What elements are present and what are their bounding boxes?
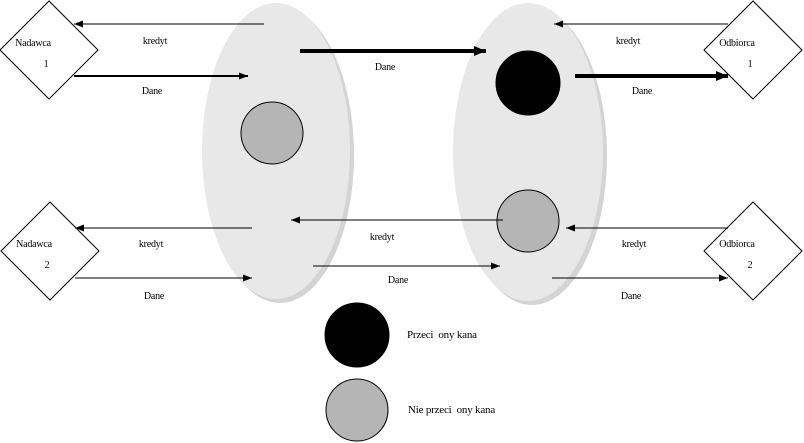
credit-label-sender2: kredyt — [139, 239, 164, 250]
legend-congested-label: Przeci ony kana — [407, 329, 477, 341]
sender1-name: Nadawca — [15, 38, 52, 49]
legend-idle-label: Nie przeci ony kana — [408, 404, 495, 416]
legend-congested-circle — [324, 302, 390, 368]
right-channel-node-idle — [496, 189, 560, 253]
credit-label-channel-row2: kredyt — [370, 232, 395, 243]
data-label-receiver1: Dane — [632, 86, 653, 97]
sender2-number: 2 — [45, 260, 50, 271]
receiver2-diamond — [703, 201, 803, 301]
receiver2-name: Odbiorca — [719, 239, 755, 250]
right-channel-node-congested — [495, 50, 561, 116]
receiver1-number: 1 — [748, 59, 753, 70]
data-label-sender2: Dane — [144, 291, 165, 302]
left-channel-node-idle — [240, 101, 304, 165]
receiver1-name: Odbiorca — [719, 38, 755, 49]
right-channel-ellipse — [453, 3, 603, 301]
sender1-node: Nadawca 1 — [0, 0, 99, 100]
data-label-receiver2: Dane — [621, 291, 642, 302]
data-label-channel-row2: Dane — [388, 275, 409, 286]
credit-label-receiver1: kredyt — [616, 36, 641, 47]
legend-idle-circle — [325, 378, 389, 442]
sender2-diamond — [0, 201, 100, 301]
receiver2-number: 2 — [748, 260, 753, 271]
data-label-channel-row1: Dane — [375, 62, 396, 73]
sender2-node: Nadawca 2 — [0, 201, 100, 301]
sender1-diamond — [0, 0, 99, 100]
receiver2-node: Odbiorca 2 — [703, 201, 803, 301]
legend: Przeci ony kana Nie przeci ony kana — [324, 302, 496, 442]
sender1-number: 1 — [44, 59, 49, 70]
credit-label-receiver2: kredyt — [622, 239, 647, 250]
receiver1-diamond — [703, 0, 803, 100]
data-label-sender1: Dane — [142, 86, 163, 97]
sender2-name: Nadawca — [16, 239, 53, 250]
receiver1-node: Odbiorca 1 — [703, 0, 803, 100]
credit-label-sender1: kredyt — [143, 36, 168, 47]
